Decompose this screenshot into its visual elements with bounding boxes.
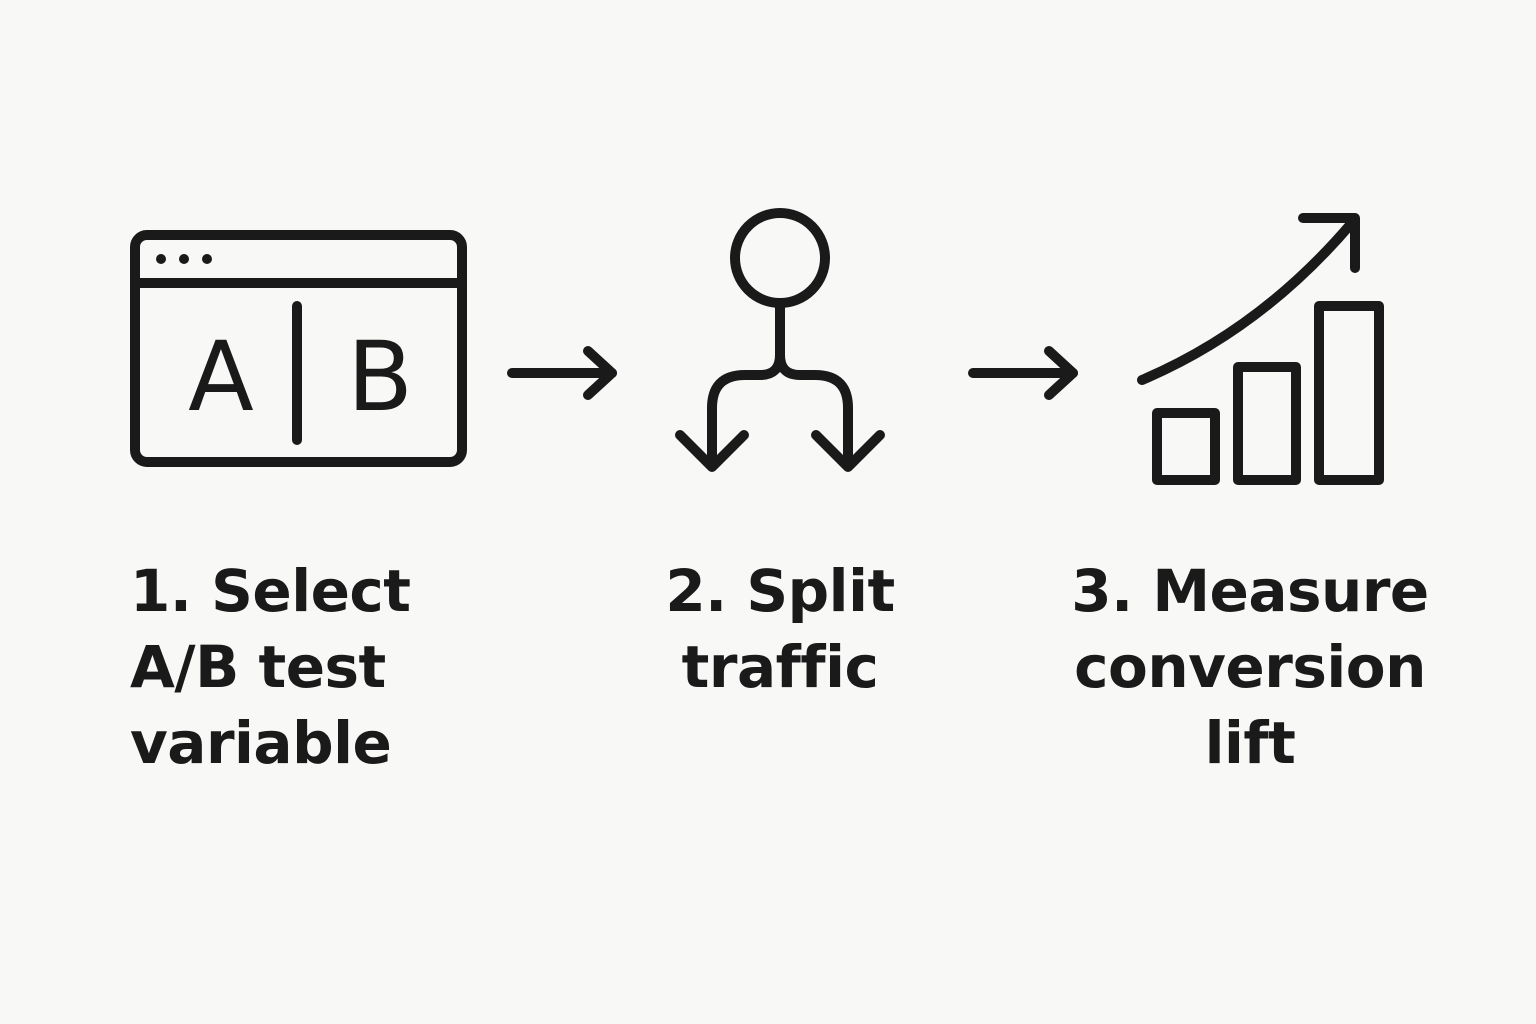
step-3-line-1: 3. Measure bbox=[1071, 557, 1429, 625]
branch-right bbox=[775, 350, 853, 470]
split-traffic-icon bbox=[675, 208, 885, 472]
variant-a-letter: A bbox=[188, 321, 254, 433]
arrow-right-icon bbox=[507, 346, 617, 400]
step-1-line-2: A/B test bbox=[130, 633, 386, 701]
browser-window-frame bbox=[130, 230, 467, 467]
arrowhead-left bbox=[675, 430, 749, 472]
variant-b-letter: B bbox=[347, 321, 413, 433]
bar-medium bbox=[1233, 362, 1301, 485]
branch-left bbox=[707, 350, 785, 470]
growth-chart-icon bbox=[1137, 213, 1384, 485]
step-1-line-3: variable bbox=[130, 709, 392, 777]
user-head bbox=[730, 208, 830, 308]
window-dot-1 bbox=[156, 254, 166, 264]
step-3-line-2: conversion bbox=[1074, 633, 1426, 701]
bar-small bbox=[1152, 408, 1220, 485]
step-1-label: 1. Select A/B test variable bbox=[130, 553, 411, 781]
window-dot-2 bbox=[179, 254, 189, 264]
step-3-label: 3. Measure conversion lift bbox=[1055, 553, 1445, 781]
trend-line bbox=[1137, 220, 1355, 385]
step-2-line-2: traffic bbox=[681, 633, 879, 701]
ab-test-window-icon: A B bbox=[130, 230, 467, 467]
step-1-line-1: 1. Select bbox=[130, 557, 411, 625]
window-dot-3 bbox=[202, 254, 212, 264]
arrowhead-right bbox=[811, 430, 885, 472]
trend-arrowhead bbox=[1298, 213, 1360, 273]
bar-large bbox=[1314, 301, 1384, 485]
arrow-right-icon bbox=[968, 346, 1078, 400]
step-2-line-1: 2. Split bbox=[665, 557, 895, 625]
step-2-label: 2. Split traffic bbox=[660, 553, 900, 705]
step-3-line-3: lift bbox=[1204, 709, 1296, 777]
